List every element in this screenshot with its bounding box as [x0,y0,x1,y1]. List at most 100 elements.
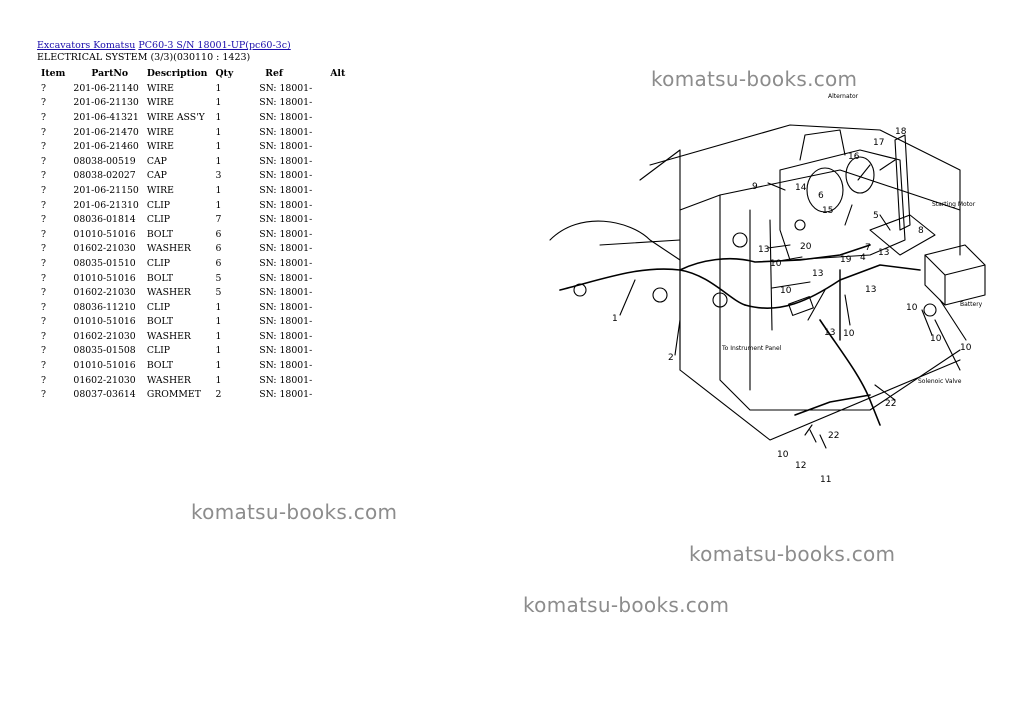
cell-item: ? [41,316,46,328]
cell-ref: SN: 18001- [259,82,313,94]
cell-item: ? [41,228,46,240]
cell-description: WIRE ASS'Y [146,111,205,123]
cell-qty: 1 [215,301,222,313]
callout-labels: 1 2 4 5 6 7 8 9 10 10 10 10 10 10 10 11 … [612,127,972,485]
cell-ref: SN: 18001- [259,155,313,167]
cell-ref: SN: 18001- [259,360,313,372]
cell-ref: SN: 18001- [259,389,313,401]
cell-ref: SN: 18001- [259,330,313,342]
cell-qty: 1 [215,82,222,94]
cell-alt [316,227,349,242]
cell-description: CAP [146,155,167,167]
cell-description: CAP [146,170,167,182]
cell-item: ? [41,287,46,299]
cell-partno: 08037-03614 [73,389,136,401]
cell-qty: 1 [215,141,222,153]
cell-ref: SN: 18001- [259,126,313,138]
callout-15: 15 [822,206,833,216]
cell-qty: 2 [215,389,222,401]
cell-qty: 1 [215,111,222,123]
annotation-battery: Battery [960,301,983,308]
cell-partno: 01010-51016 [73,360,136,372]
cell-ref: SN: 18001- [259,97,313,109]
cell-alt [316,81,349,96]
cell-qty: 1 [215,374,222,386]
annotation-solenoid-valve: Solenoic Valve [918,378,962,385]
cell-partno: 201-06-21310 [73,199,139,211]
callout-2: 2 [668,353,674,363]
cell-description: CLIP [146,199,171,211]
callout-13d: 13 [824,328,835,338]
cell-ref: SN: 18001- [259,316,313,328]
watermark-top-right: komatsu-books.com [651,67,858,91]
cell-qty: 1 [215,345,222,357]
callout-22a: 22 [885,399,896,409]
callout-13a: 13 [758,245,769,255]
cell-item: ? [41,141,46,153]
cell-description: WASHER [146,243,191,255]
callout-11: 11 [820,475,831,485]
cell-qty: 7 [215,214,222,226]
cell-partno: 01602-21030 [73,243,136,255]
cell-alt [316,329,349,344]
annotation-to-instrument-panel: To Instrument Panel [721,345,782,352]
cell-alt [316,387,349,402]
cell-alt [316,125,349,140]
cell-ref: SN: 18001- [259,301,313,313]
cell-partno: 01010-51016 [73,228,136,240]
callout-12: 12 [795,461,806,471]
cell-partno: 08035-01508 [73,345,136,357]
cell-qty: 1 [215,199,222,211]
electrical-system-diagram: 1 2 4 5 6 7 8 9 10 10 10 10 10 10 10 11 … [549,93,986,485]
cell-alt [316,256,349,271]
cell-ref: SN: 18001- [259,228,313,240]
breadcrumb-link-model[interactable]: PC60-3 S/N 18001-UP(pc60-3c) [138,40,291,51]
breadcrumb-link-excavators[interactable]: Excavators Komatsu [37,40,136,51]
cell-description: CLIP [146,214,171,226]
annotation-alternator: Alternator [828,93,859,100]
cell-item: ? [41,301,46,313]
cell-qty: 5 [215,287,222,299]
watermark-middle-left: komatsu-books.com [191,500,398,524]
callout-14: 14 [795,183,807,193]
col-header-description: Description [146,67,208,79]
cell-item: ? [41,330,46,342]
cell-description: WIRE [146,97,174,109]
callout-13b: 13 [812,269,823,279]
callout-10c: 10 [843,329,855,339]
cell-ref: SN: 18001- [259,243,313,255]
cell-description: WIRE [146,126,174,138]
cell-item: ? [41,155,46,167]
cell-partno: 08035-01510 [73,257,136,269]
cell-qty: 1 [215,97,222,109]
cell-ref: SN: 18001- [259,287,313,299]
cell-description: CLIP [146,257,171,269]
callout-13e: 13 [878,248,889,258]
watermark-bottom-center: komatsu-books.com [523,593,730,617]
cell-description: WIRE [146,141,174,153]
cell-ref: SN: 18001- [259,141,313,153]
callout-10f: 10 [777,450,789,460]
cell-item: ? [41,389,46,401]
cell-description: WIRE [146,184,174,196]
callout-4: 4 [860,253,866,263]
cell-ref: SN: 18001- [259,170,313,182]
cell-alt [316,154,349,169]
cell-partno: 01602-21030 [73,374,136,386]
callout-13c: 13 [865,285,876,295]
watermark-middle-right: komatsu-books.com [689,542,896,566]
cell-alt [316,139,349,154]
cell-qty: 1 [215,316,222,328]
col-header-ref: Ref [265,67,283,79]
cell-item: ? [41,126,46,138]
